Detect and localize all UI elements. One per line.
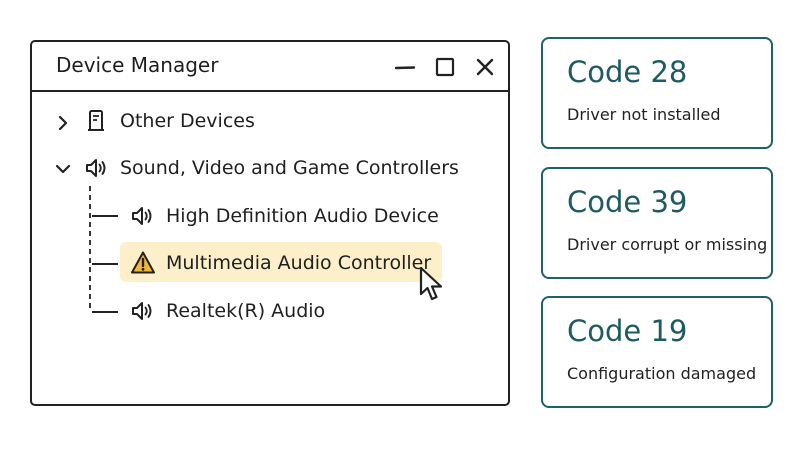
tree-item-label: Sound, Video and Game Controllers	[120, 157, 459, 179]
speaker-icon	[130, 203, 156, 229]
error-code-card: Code 39 Driver corrupt or missing	[541, 167, 773, 279]
maximize-icon[interactable]	[434, 56, 456, 78]
error-code: Code 39	[567, 185, 688, 219]
error-code-card: Code 19 Configuration damaged	[541, 296, 773, 408]
error-description: Driver corrupt or missing	[567, 235, 768, 254]
close-icon[interactable]	[474, 56, 496, 78]
tree-item-label: High Definition Audio Device	[166, 205, 439, 227]
error-code: Code 19	[567, 314, 688, 348]
window-titlebar: Device Manager	[32, 42, 508, 92]
tree-item-realtek-audio[interactable]: Realtek(R) Audio	[130, 298, 325, 324]
tree-item-hd-audio-device[interactable]: High Definition Audio Device	[130, 203, 439, 229]
chevron-down-icon[interactable]	[54, 160, 72, 178]
error-code-card: Code 28 Driver not installed	[541, 37, 773, 149]
tree-item-label: Multimedia Audio Controller	[166, 252, 432, 274]
minimize-icon[interactable]	[394, 56, 416, 78]
error-description: Driver not installed	[567, 105, 721, 124]
tree-item-label: Realtek(R) Audio	[166, 300, 326, 322]
speaker-icon	[84, 155, 110, 181]
tree-item-label: Other Devices	[120, 110, 255, 132]
tree-item-other-devices[interactable]: Other Devices	[84, 108, 255, 134]
mouse-cursor-icon	[419, 266, 445, 308]
error-description: Configuration damaged	[567, 364, 757, 383]
speaker-icon	[130, 298, 156, 324]
tree-item-sound-video-game[interactable]: Sound, Video and Game Controllers	[84, 155, 459, 181]
error-code: Code 28	[567, 55, 688, 89]
tree-connector-lines	[89, 186, 118, 313]
tree-item-multimedia-audio-controller[interactable]: Multimedia Audio Controller	[130, 250, 431, 276]
window-title: Device Manager	[56, 53, 219, 77]
chevron-right-icon[interactable]	[54, 114, 72, 132]
warning-icon	[130, 250, 156, 276]
selected-row-highlight	[120, 242, 442, 282]
device-manager-window: Device Manager Other Devices	[30, 40, 510, 406]
device-icon	[84, 108, 110, 134]
